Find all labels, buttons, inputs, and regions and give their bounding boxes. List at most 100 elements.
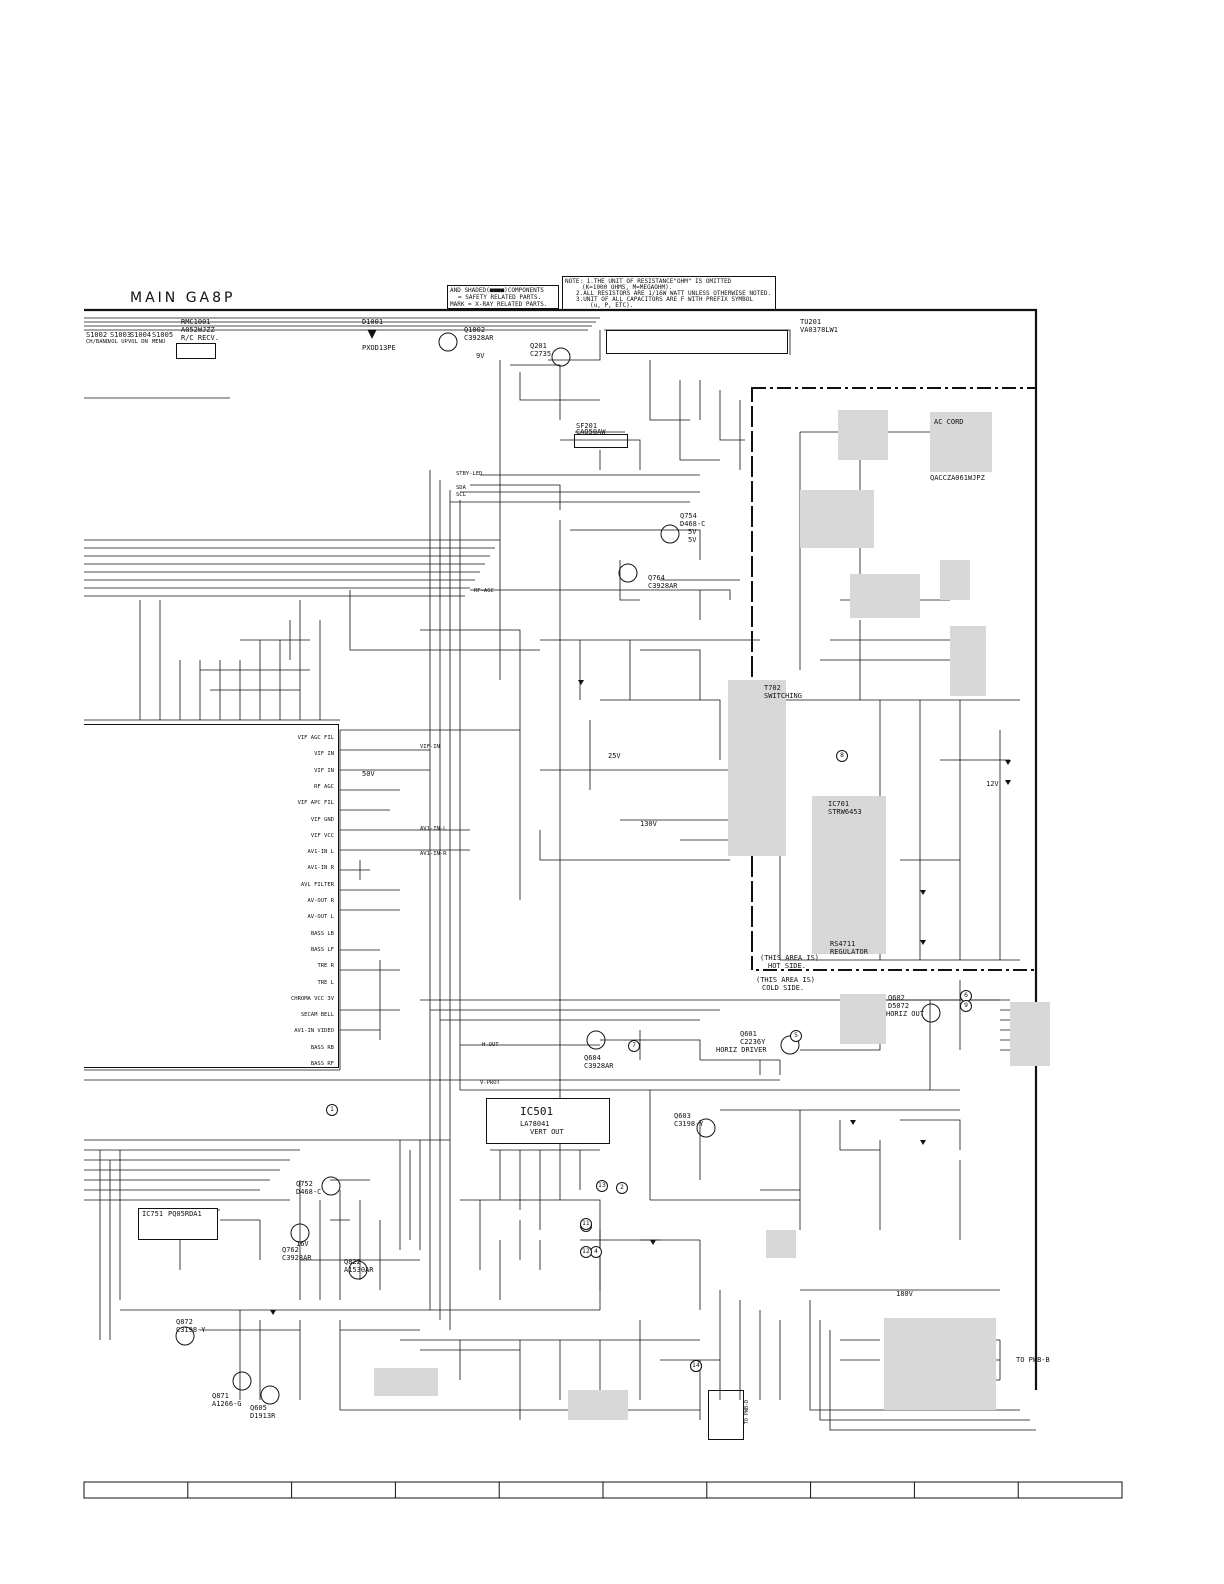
q764-part: C3928AR: [648, 582, 678, 590]
voltage-label: 50V: [362, 770, 375, 778]
switch-ref-4: S1005: [152, 331, 174, 339]
main-ic-pin-label: TRE R: [317, 963, 334, 970]
q822-part: A1530AR: [344, 1266, 374, 1274]
q601-func: HORIZ DRIVER: [716, 1046, 767, 1054]
general-note-line4: 3.UNIT OF ALL CAPACITORS ARE F WITH PREF…: [576, 296, 754, 303]
q604-ref: Q604: [584, 1054, 601, 1062]
d1001-ref: D1001: [362, 318, 384, 326]
safety-shade-t702: [728, 680, 786, 856]
ic701-reg-2: REGULATOR: [830, 948, 868, 956]
main-ic-pin-label: CHROMA VCC 3V: [290, 995, 334, 1002]
general-note-line1: NOTE: 1.THE UNIT OF RESISTANCE"OHM" IS O…: [565, 278, 732, 285]
main-ic-pin-label: BASS RF: [310, 1061, 334, 1067]
q1002-ref: Q1002: [464, 326, 486, 334]
tu201-part: VA0378LW1: [800, 326, 838, 334]
bus-label-rfagc: RF-AGC: [474, 588, 494, 594]
q762-ref: Q762: [282, 1246, 299, 1254]
switch-label-4: MENU: [152, 339, 166, 345]
bus-label-hout: H-OUT: [482, 1042, 499, 1048]
main-ic-pin-label: VIF IN: [314, 767, 334, 774]
bus-label-scl: SCL: [456, 492, 466, 498]
bus-label-vifin: VIF-IN: [420, 744, 440, 750]
tuner-module: [606, 330, 788, 354]
switch-ref-2: S1003: [110, 331, 132, 339]
test-point: 5: [790, 1030, 802, 1042]
test-point: 14: [690, 1360, 702, 1372]
sf201-ref: SF201: [576, 422, 598, 430]
general-note-box: [562, 276, 776, 310]
test-point: 11: [580, 1218, 592, 1230]
voltage-label: 130V: [640, 820, 657, 828]
ic501-ref: IC501: [520, 1105, 554, 1118]
t702-ref: T702: [764, 684, 781, 692]
main-ic-pin-label: SECAM BELL: [300, 1012, 334, 1019]
main-ic-body: [84, 724, 339, 1068]
q754-volt: 5V: [688, 528, 697, 536]
main-ic-pin-label: AV1-IN VIDEO: [294, 1028, 334, 1035]
main-ic-pin-label: VIF GND: [310, 816, 334, 823]
main-ic-pin-label: AV-OUT R: [307, 898, 335, 904]
safety-shade-thermistor: [850, 574, 920, 618]
ic751-ref: IC751: [142, 1210, 164, 1218]
test-point: 13: [596, 1180, 608, 1192]
q601-ref: Q601: [740, 1030, 757, 1038]
q1002-part: C3928AR: [464, 334, 494, 342]
q602-func: HORIZ OUT: [886, 1010, 924, 1018]
general-note-line5: (u, P, ETC).: [590, 302, 634, 309]
voltage-label: 25V: [608, 752, 621, 760]
q752-part: D468-C: [296, 1188, 322, 1196]
safety-shade-ac-plug: [940, 560, 970, 600]
bus-label-sda: SDA: [456, 485, 466, 491]
page-title: MAIN GA8P: [130, 290, 236, 306]
d1001-part: PXOD13PE: [362, 344, 396, 352]
general-note-line2: (K=1000 OHMS, M=MEGAOHM).: [582, 284, 673, 291]
switch-ref-3: S1004: [130, 331, 152, 339]
safety-shade-t601: [840, 994, 886, 1044]
safety-note-line1: AND SHADED(■■■■)COMPONENTS: [450, 287, 544, 294]
ic751-part: PQ05RDA1: [168, 1210, 202, 1218]
q752-ref: Q752: [296, 1180, 313, 1188]
safety-note-line3: MARK = X-RAY RELATED PARTS.: [450, 301, 548, 308]
safety-shade-c617: [374, 1368, 438, 1396]
hot-side-label-1: (THIS AREA IS): [760, 954, 820, 962]
q605-part: D1913R: [250, 1412, 276, 1420]
q872-ref: Q872: [176, 1318, 193, 1326]
ic751-body: [138, 1208, 218, 1240]
q754-ref: Q754: [680, 512, 697, 520]
test-point: 8: [836, 750, 848, 762]
bus-label-stby: STBY-LED: [456, 471, 483, 477]
q201-part: C2735: [530, 350, 552, 358]
switch-label-1: CH/BAND: [86, 339, 110, 345]
hot-side-label-2: HOT SIDE.: [768, 962, 806, 970]
safety-shade-fuse: [838, 410, 888, 460]
q822-ref: Q822: [344, 1258, 361, 1266]
test-point: 4: [590, 1246, 602, 1258]
ic501-part: LA78041: [520, 1120, 550, 1128]
q872-part: C3198-Y: [176, 1326, 206, 1334]
q201-ref: Q201: [530, 342, 547, 350]
cold-side-label-2: COLD SIDE.: [762, 984, 805, 992]
sf201-body: [574, 434, 628, 448]
voltage-label: 180V: [896, 1290, 913, 1298]
ac-cord-part: QACCZA061WJPZ: [930, 474, 985, 482]
to-pwb-d-label: TO PWB-D: [744, 1400, 750, 1425]
voltage-label: 12V: [986, 780, 999, 788]
q602-part: D5072: [888, 1002, 910, 1010]
voltage-label: 5V: [688, 536, 697, 544]
main-ic-pin-label: VIF VCC: [310, 832, 334, 839]
bus-label-av1l: AV1-IN-L: [420, 826, 447, 832]
safety-shade-ic701: [812, 796, 886, 954]
ic501-func: VERT OUT: [530, 1128, 564, 1136]
safety-shade-dy-conn: [1010, 1002, 1050, 1066]
q754-part: D468-C: [680, 520, 706, 528]
safety-note-box: [447, 285, 559, 309]
q871-ref: Q871: [212, 1392, 229, 1400]
safety-shade-ac-inlet: [930, 412, 992, 472]
to-pwb-b-label: TO PWB-B: [1016, 1356, 1050, 1364]
voltage-label: 16V: [296, 1240, 309, 1248]
switch-ref-1: S1002: [86, 331, 108, 339]
rmc1001-ref: RMC1001: [181, 318, 211, 326]
rmc1001-func: R/C RECV.: [181, 334, 219, 342]
safety-shade-crt: [884, 1318, 996, 1410]
